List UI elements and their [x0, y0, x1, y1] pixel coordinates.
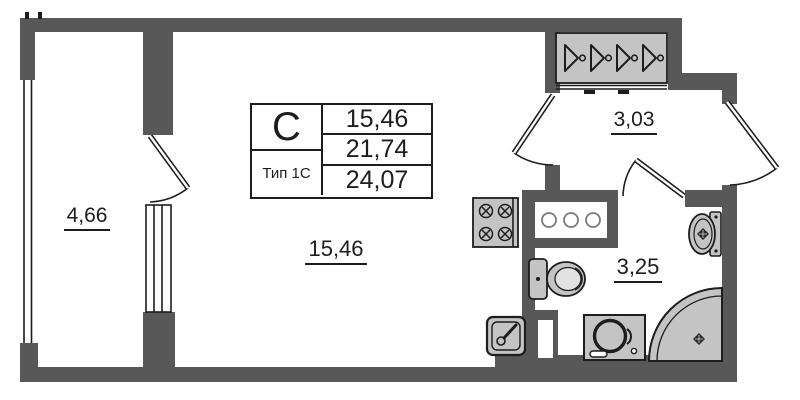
wall-step-horizontal — [668, 73, 737, 90]
wall-top — [22, 18, 682, 32]
bathroom-door-icon — [622, 157, 686, 199]
hall-area-label: 3,03 — [602, 108, 666, 135]
legend-table: С Тип 1С 15,46 21,74 24,07 — [250, 103, 433, 199]
kitchen-sink-icon — [485, 315, 527, 357]
room-door-icon — [511, 93, 556, 166]
bathroom-area-value: 3,25 — [613, 254, 663, 283]
hanger-icon — [616, 44, 639, 72]
balcony-glazing-icon — [23, 80, 33, 343]
wall-entry-stub — [722, 90, 737, 104]
balcony-area-value: 4,66 — [63, 204, 111, 231]
hanger-icon — [642, 44, 665, 72]
legend-type-letter: С — [252, 105, 323, 151]
balcony-door-icon — [147, 134, 191, 203]
wall-balcony-pier-bottom — [143, 312, 175, 382]
wall-right — [722, 185, 737, 382]
hanger-icon — [564, 44, 587, 72]
stove-icon — [472, 197, 519, 248]
washbasin-icon — [688, 211, 722, 257]
plumbing-risers-icon — [541, 212, 601, 228]
bathroom-area-label: 3,25 — [604, 254, 672, 283]
living-window-icon — [145, 204, 172, 313]
entrance-door-icon — [724, 100, 780, 186]
living-area-value: 15,46 — [305, 236, 367, 265]
washing-machine-icon — [583, 314, 646, 361]
living-area-label: 15,46 — [294, 236, 378, 265]
wall-hall-stub — [545, 165, 560, 192]
wardrobe-icon — [555, 32, 668, 94]
legend-area-total: 24,07 — [345, 166, 409, 194]
wall-bath-top-right — [685, 190, 722, 207]
wall-balcony-pier-top — [143, 18, 173, 135]
vent-notch — [538, 320, 553, 358]
shower-icon — [647, 286, 723, 362]
hall-area-value: 3,03 — [610, 108, 658, 135]
sill-ticks-icon — [25, 12, 42, 19]
wall-pier-top-left — [20, 18, 35, 80]
balcony-area-label: 4,66 — [52, 204, 122, 231]
legend-type-name: Тип 1С — [252, 151, 323, 195]
toilet-icon — [528, 258, 586, 300]
hanger-icon — [590, 44, 613, 72]
legend-area-main: 21,74 — [323, 135, 431, 166]
legend-area-living: 15,46 — [323, 105, 431, 135]
